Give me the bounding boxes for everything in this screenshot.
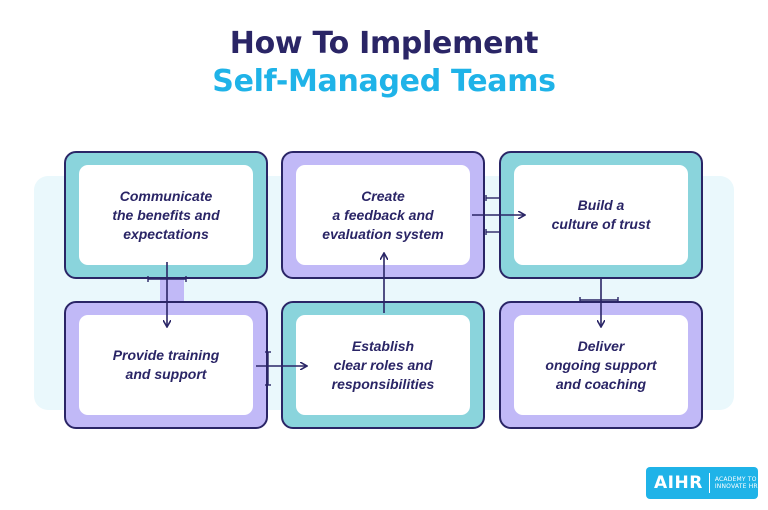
page-subtitle: Self-Managed Teams <box>212 64 556 99</box>
step-card-inner: Deliver ongoing support and coaching <box>514 315 688 415</box>
page-title: How To Implement <box>229 26 539 61</box>
step-label-build-trust: Build a culture of trust <box>551 197 651 232</box>
step-label-provide-training: Provide training and support <box>112 347 220 382</box>
logo-tagline: ACADEMY TO INNOVATE HR <box>714 476 758 490</box>
step-label-create-feedback: Create a feedback and evaluation system <box>322 187 444 242</box>
step-card-inner: Provide training and support <box>79 315 253 415</box>
step-card-establish-roles: Establish clear roles and responsibiliti… <box>281 301 485 429</box>
step-card-provide-training: Provide training and support <box>64 301 268 429</box>
logo-divider <box>708 473 710 493</box>
step-card-inner: Create a feedback and evaluation system <box>296 165 470 265</box>
step-label-communicate: Communicate the benefits and expectation… <box>112 187 220 242</box>
step-label-deliver-support: Deliver ongoing support and coaching <box>545 337 657 392</box>
connector-communicate-to-training <box>147 262 187 326</box>
step-card-inner: Communicate the benefits and expectation… <box>79 165 253 265</box>
connector-training-to-establish <box>256 351 306 386</box>
connector-feedback-to-trust <box>472 195 524 235</box>
step-card-communicate: Communicate the benefits and expectation… <box>64 151 268 279</box>
aihr-logo-icon: AIHR ACADEMY TO INNOVATE HR <box>646 467 758 499</box>
step-card-inner: Establish clear roles and responsibiliti… <box>296 315 470 415</box>
step-card-create-feedback: Create a feedback and evaluation system <box>281 151 485 279</box>
step-label-establish-roles: Establish clear roles and responsibiliti… <box>331 337 435 392</box>
step-card-deliver-support: Deliver ongoing support and coaching <box>499 301 703 429</box>
logo-mark: AIHR <box>654 473 703 493</box>
connector-trust-to-deliver <box>579 279 619 326</box>
step-card-inner: Build a culture of trust <box>514 165 688 265</box>
